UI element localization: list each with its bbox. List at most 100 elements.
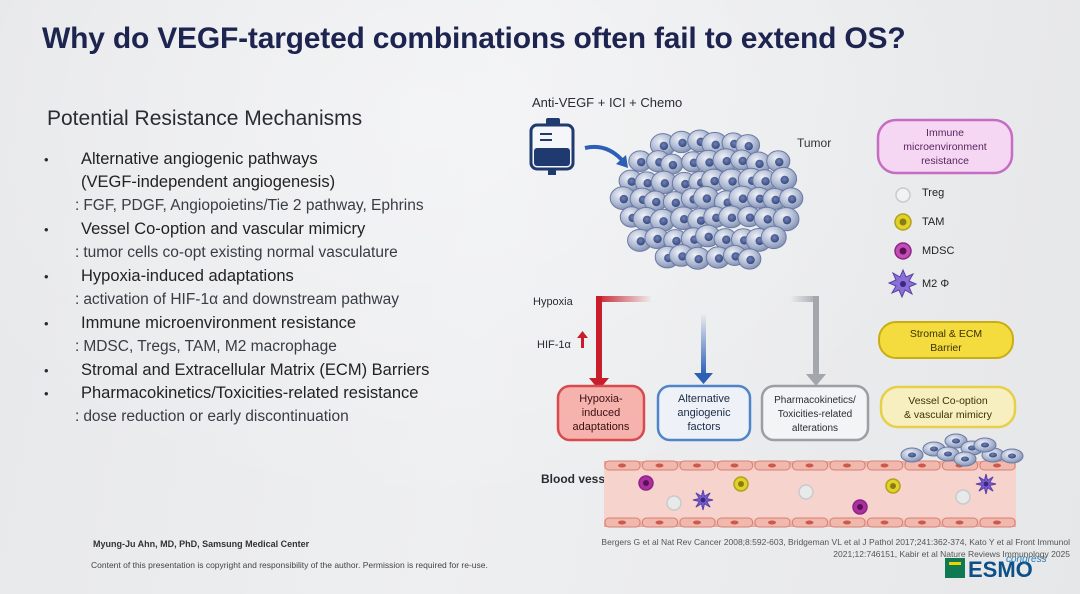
co-opting-tumor-cells (900, 433, 1024, 467)
cell-legend: Treg TAM MDSC M2 Φ (887, 187, 954, 299)
svg-text:& vascular mimicry: & vascular mimicry (904, 409, 993, 421)
svg-text:Pharmacokinetics/: Pharmacokinetics/ (774, 395, 856, 406)
list-item: • Hypoxia-induced adaptations :activatio… (44, 265, 514, 312)
svg-text:microenvironment: microenvironment (903, 141, 987, 153)
list-item: • Stromal and Extracellular Matrix (ECM)… (44, 359, 514, 382)
tumor-cell (944, 433, 968, 449)
pk-connector-down (813, 296, 819, 376)
endothelial-nucleus (880, 463, 889, 468)
blood-cell (885, 478, 901, 494)
tumor-cell (669, 130, 694, 154)
blood-cell (733, 476, 749, 492)
endothelial-nucleus (655, 520, 664, 525)
legend-tam: TAM (922, 216, 944, 228)
delivery-arrow (584, 144, 624, 162)
tumor-cell (770, 166, 798, 192)
iv-bag-icon (529, 118, 575, 175)
blood-cells (638, 473, 997, 515)
endothelial-nucleus (880, 520, 889, 525)
references: Bergers G et al Nat Rev Cancer 2008;8:59… (540, 536, 1070, 560)
endothelial-nucleus (730, 520, 739, 525)
tumor-cell (643, 190, 667, 212)
references-line: Bergers G et al Nat Rev Cancer 2008;8:59… (601, 537, 1070, 547)
blood-cell (852, 499, 868, 515)
mechanism-name: Vessel Co-option and vascular mimicry (81, 220, 366, 238)
hypoxia-arrowhead (589, 378, 609, 390)
hif-label: HIF-1α (537, 339, 572, 351)
mechanism-name: Stromal and Extracellular Matrix (ECM) B… (81, 361, 430, 379)
blood-cell (638, 475, 654, 491)
esmo-logo: ESMO congress (945, 554, 1047, 582)
mechanism-name: Hypoxia-induced adaptations (81, 267, 294, 285)
list-item: • Pharmacokinetics/Toxicities-related re… (44, 382, 514, 429)
pk-arrowhead (806, 374, 826, 386)
bullet: • (44, 386, 49, 401)
mechanism-name: Alternative angiogenic pathways (81, 150, 318, 168)
references-line: 2021;12:746151, Kabir et al Nature Revie… (833, 549, 1070, 559)
svg-text:factors: factors (687, 421, 721, 433)
endothelial-nucleus (955, 520, 964, 525)
svg-text:Vessel Co-option: Vessel Co-option (908, 395, 988, 407)
mechanism-detail: :MDSC, Tregs, TAM, M2 macrophage (75, 338, 337, 355)
list-item: • Immune microenvironment resistance :MD… (44, 312, 514, 359)
blood-vessel-label: Blood vessel (541, 472, 615, 486)
alternative-arrow (701, 313, 706, 375)
vessel-cooption-box: Vessel Co-option & vascular mimicry (879, 385, 1017, 429)
blood-cell (692, 489, 714, 511)
svg-text:Alternative: Alternative (678, 393, 730, 405)
hypoxia-label: Hypoxia (533, 296, 574, 308)
immune-resistance-box: Immune microenvironment resistance (876, 118, 1014, 175)
endothelial-nucleus (693, 520, 701, 525)
tumor-cell (737, 248, 762, 270)
mechanism-list: • Alternative angiogenic pathways (VEGF-… (44, 148, 514, 429)
tumor-cell (628, 150, 653, 172)
endothelial-nucleus (993, 520, 1001, 525)
esmo-logo-sub: congress (1006, 554, 1047, 565)
pk-alterations-box: Pharmacokinetics/ Toxicities-related alt… (760, 384, 870, 442)
bullet: • (44, 152, 49, 167)
svg-text:Toxicities-related: Toxicities-related (778, 409, 852, 420)
svg-text:alterations: alterations (792, 423, 838, 434)
hypoxia-adaptations-box: Hypoxia- induced adaptations (556, 384, 646, 442)
blood-vessel (604, 433, 1024, 528)
tumor-cell (900, 447, 924, 463)
tumor-cell (644, 226, 669, 249)
endothelial-nucleus (768, 463, 776, 468)
bullet: • (44, 316, 49, 331)
endothelial-nucleus (918, 520, 926, 525)
m2-macrophage-icon (887, 268, 918, 299)
tam-nucleus-icon (899, 218, 907, 226)
hypoxia-connector (596, 296, 652, 302)
endothelial-nucleus (655, 463, 664, 468)
endothelial-nucleus (730, 463, 739, 468)
tumor-cell (772, 207, 800, 232)
tumor-cell (760, 225, 787, 250)
svg-text:resistance: resistance (921, 155, 969, 167)
tumor-cell (609, 186, 636, 210)
bullet: • (44, 269, 49, 284)
alternative-factors-box: Alternative angiogenic factors (656, 384, 752, 442)
section-heading: Potential Resistance Mechanisms (47, 107, 363, 130)
mechanism-detail: :activation of HIF-1α and downstream pat… (75, 291, 399, 308)
endothelial-nucleus (768, 520, 776, 525)
endothelial-nucleus (843, 463, 851, 468)
mechanism-name: Pharmacokinetics/Toxicities-related resi… (81, 384, 419, 402)
alternative-arrowhead (694, 373, 713, 384)
tumor-cell (1000, 448, 1024, 464)
tumor-cell (779, 187, 804, 210)
bullet: • (44, 363, 49, 378)
tumor-cell (649, 208, 676, 232)
endothelial-nucleus (805, 463, 814, 468)
pk-connector (790, 296, 818, 302)
tumor-cell (728, 185, 756, 210)
endothelial-nucleus (618, 463, 626, 468)
svg-text:Hypoxia-: Hypoxia- (579, 393, 623, 405)
blood-cell (955, 489, 971, 505)
svg-text:adaptations: adaptations (573, 421, 630, 433)
blood-cell (798, 484, 814, 500)
tumor-cell (650, 170, 677, 195)
tumor-cell (753, 206, 780, 231)
therapy-label: Anti-VEGF + ICI + Chemo (532, 95, 682, 110)
tumor-cell (953, 451, 977, 467)
